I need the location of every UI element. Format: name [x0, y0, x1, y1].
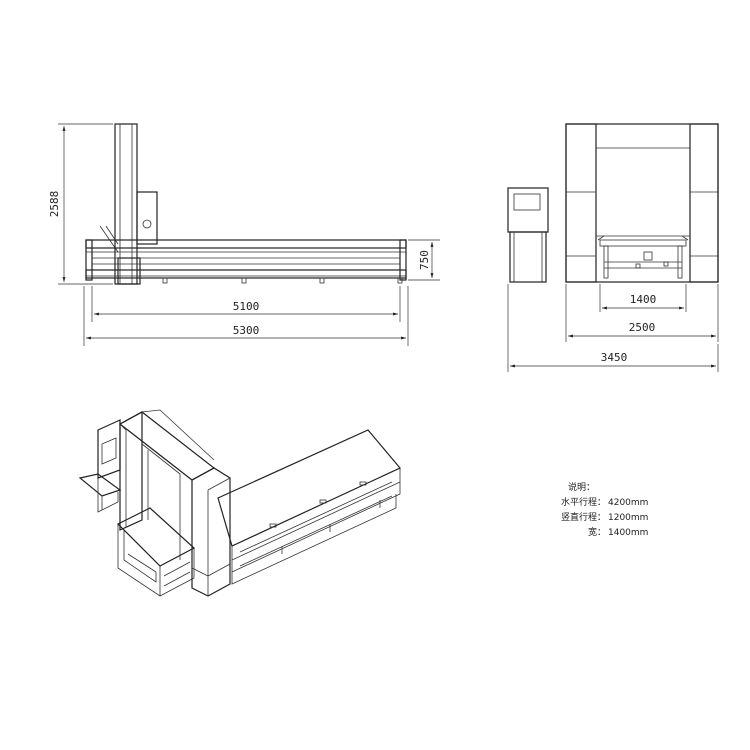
notes-heading: 说明：: [568, 481, 595, 493]
note-value-width: 1400mm: [608, 528, 648, 538]
note-label-vertical: 竖直行程：: [561, 511, 606, 523]
isometric-view: [78, 409, 401, 597]
front-view: 1400 2500 3450: [507, 123, 719, 372]
dim-front-frame-width: 2500: [629, 321, 656, 334]
dim-side-total-length: 5300: [233, 324, 260, 337]
note-value-vertical: 1200mm: [608, 513, 648, 523]
dim-side-table-height: 750: [418, 250, 431, 270]
note-label-width: 宽：: [588, 526, 606, 538]
side-view: 2588 750 5100 5300: [48, 123, 440, 346]
dim-side-inner-length: 5100: [233, 300, 260, 313]
spec-notes: 说明： 水平行程： 4200mm 竖直行程： 1200mm 宽： 1400mm: [561, 481, 648, 538]
note-value-horizontal: 4200mm: [608, 498, 648, 508]
dim-front-inner-width: 1400: [630, 293, 657, 306]
note-label-horizontal: 水平行程：: [561, 496, 606, 508]
dim-front-total-width: 3450: [601, 351, 628, 364]
dim-side-height: 2588: [48, 191, 61, 218]
